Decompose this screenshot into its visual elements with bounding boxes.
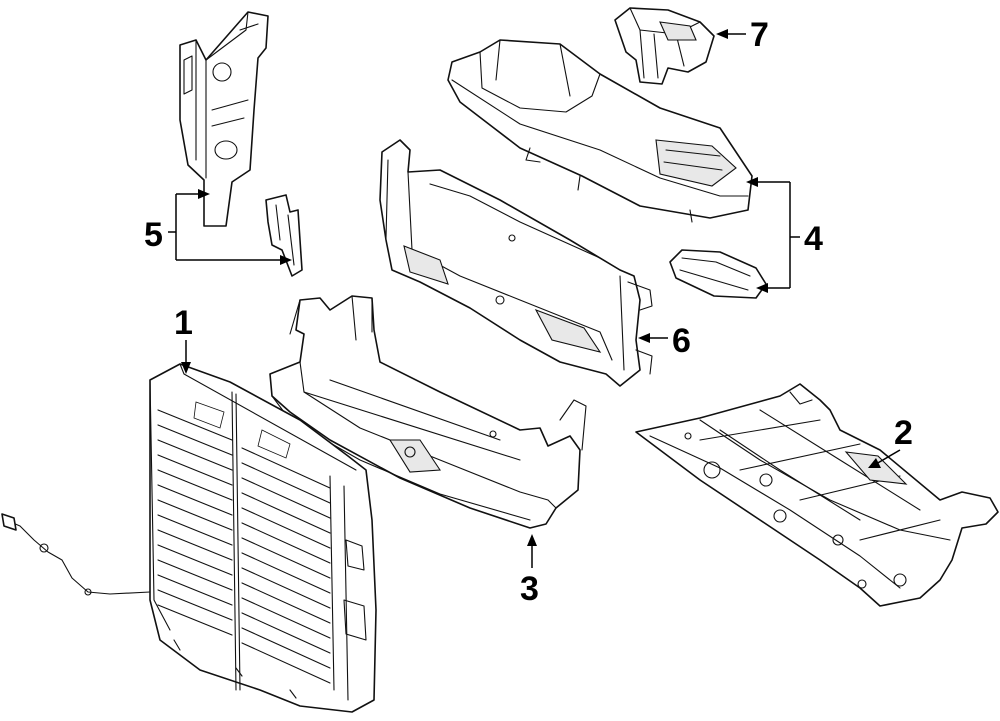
callout-1: 1 [174, 304, 193, 342]
arrow-5a [198, 189, 210, 199]
arrow-2 [868, 458, 881, 468]
part-4-upper-air-duct [447, 39, 753, 223]
part-7-duct-bracket [614, 7, 715, 85]
part-1-shutter-frame [149, 363, 377, 713]
leader-5 [168, 193, 282, 261]
callout-6: 6 [672, 322, 691, 360]
part-4-duct-clip [669, 249, 767, 299]
arrow-7 [716, 29, 728, 39]
arrow-4b [756, 283, 768, 293]
callout-2: 2 [894, 414, 913, 452]
callout-3: 3 [520, 570, 539, 608]
callout-4: 4 [804, 220, 823, 258]
leader-lines [168, 29, 901, 568]
callout-numbers: 1 2 3 4 5 6 7 [144, 16, 913, 608]
arrow-3 [527, 534, 537, 546]
part-2-under-shield [635, 383, 999, 607]
arrow-1 [181, 362, 191, 374]
part-5-air-guide-panel [179, 11, 269, 227]
arrow-5b [280, 255, 292, 265]
arrow-6 [638, 333, 650, 343]
part-1-wiring-harness [1, 513, 151, 596]
leader-4 [758, 181, 800, 289]
part-5-bracket [265, 194, 303, 277]
callout-7: 7 [750, 16, 769, 54]
arrow-4a [746, 177, 758, 187]
callout-5: 5 [144, 216, 163, 254]
part-6-air-guide-shroud [379, 139, 653, 387]
leader-2 [875, 449, 901, 465]
